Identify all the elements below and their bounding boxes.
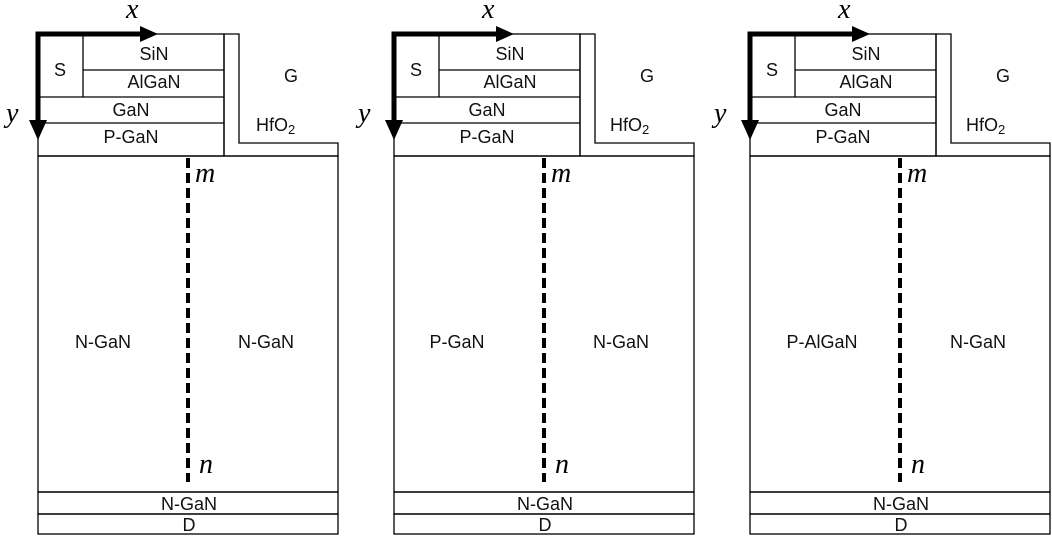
pgan-label: P-GaN bbox=[815, 127, 870, 147]
source-label: S bbox=[410, 60, 422, 80]
drain-label: D bbox=[539, 515, 552, 535]
algan-label: AlGaN bbox=[839, 72, 892, 92]
x-axis-label: x bbox=[837, 0, 851, 25]
hfo2-label: HfO2 bbox=[610, 115, 649, 137]
point-m-label: m bbox=[907, 158, 927, 189]
x-axis-label: x bbox=[125, 0, 139, 25]
buffer-label: N-GaN bbox=[873, 494, 929, 514]
point-n-label: n bbox=[911, 449, 925, 480]
left-region-label: P-GaN bbox=[429, 332, 484, 352]
y-axis-label: y bbox=[3, 98, 19, 129]
gan-label: GaN bbox=[468, 100, 505, 120]
left-region-label: P-AlGaN bbox=[786, 332, 857, 352]
y-axis-label: y bbox=[711, 98, 727, 129]
sin-label: SiN bbox=[139, 44, 168, 64]
sin-label: SiN bbox=[495, 44, 524, 64]
panel-1: x y S SiN AlGaN GaN P-GaN G HfO2 m n N-G… bbox=[3, 0, 338, 535]
algan-label: AlGaN bbox=[127, 72, 180, 92]
right-region-label: N-GaN bbox=[238, 332, 294, 352]
point-m-label: m bbox=[551, 158, 571, 189]
source-label: S bbox=[766, 60, 778, 80]
gan-label: GaN bbox=[112, 100, 149, 120]
right-region-label: N-GaN bbox=[950, 332, 1006, 352]
hfo2-label: HfO2 bbox=[966, 115, 1005, 137]
gan-label: GaN bbox=[824, 100, 861, 120]
sin-label: SiN bbox=[851, 44, 880, 64]
pgan-label: P-GaN bbox=[459, 127, 514, 147]
algan-label: AlGaN bbox=[483, 72, 536, 92]
point-n-label: n bbox=[199, 449, 213, 480]
pgan-label: P-GaN bbox=[103, 127, 158, 147]
drain-label: D bbox=[183, 515, 196, 535]
buffer-label: N-GaN bbox=[161, 494, 217, 514]
drain-label: D bbox=[895, 515, 908, 535]
x-axis-label: x bbox=[481, 0, 495, 25]
left-region-label: N-GaN bbox=[75, 332, 131, 352]
right-region-label: N-GaN bbox=[593, 332, 649, 352]
hfo2-label: HfO2 bbox=[256, 115, 295, 137]
source-label: S bbox=[54, 60, 66, 80]
y-axis-label: y bbox=[355, 98, 371, 129]
point-n-label: n bbox=[555, 449, 569, 480]
point-m-label: m bbox=[195, 158, 215, 189]
gate-label: G bbox=[284, 66, 298, 86]
buffer-label: N-GaN bbox=[517, 494, 573, 514]
panel-3: x y S SiN AlGaN GaN P-GaN G HfO2 m n P-A… bbox=[711, 0, 1050, 535]
gate-label: G bbox=[996, 66, 1010, 86]
gate-label: G bbox=[640, 66, 654, 86]
panel-2: x y S SiN AlGaN GaN P-GaN G HfO2 m n P-G… bbox=[355, 0, 694, 535]
